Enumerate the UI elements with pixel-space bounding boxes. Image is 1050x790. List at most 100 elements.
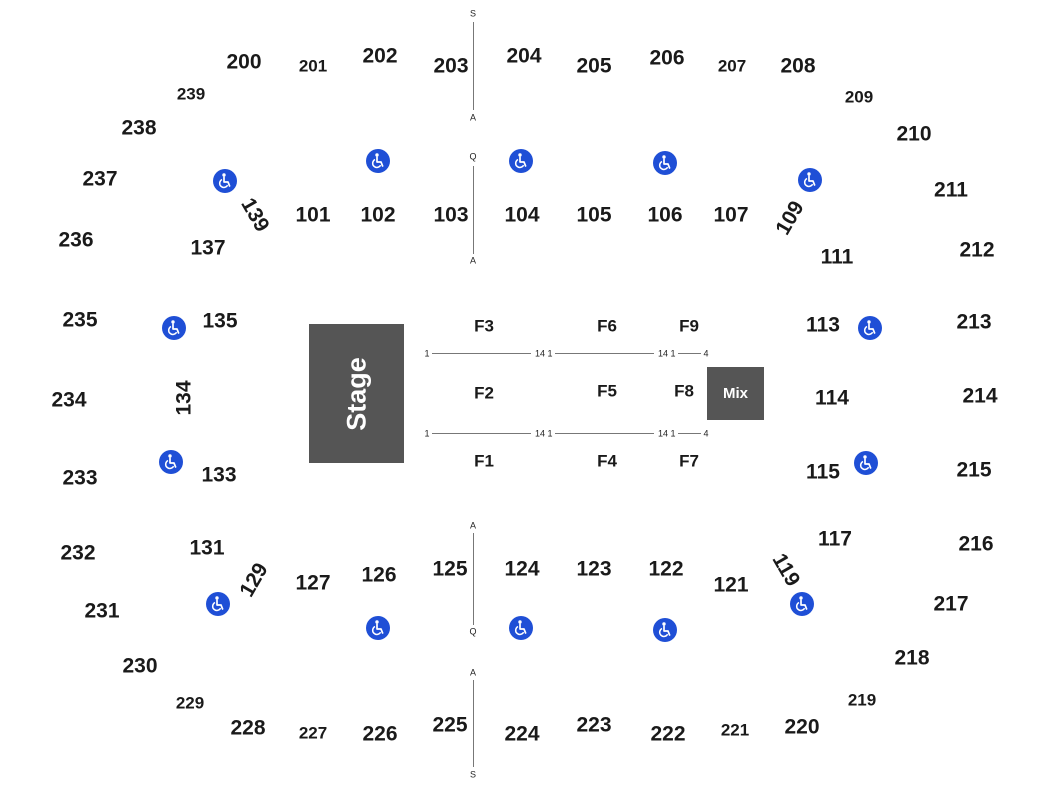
section-103[interactable]: 103: [433, 203, 469, 227]
section-236[interactable]: 236: [58, 228, 94, 252]
section-f9[interactable]: F9: [679, 316, 699, 336]
section-217[interactable]: 217: [933, 592, 969, 616]
section-133[interactable]: 133: [201, 463, 237, 487]
section-115[interactable]: 115: [806, 460, 840, 484]
section-111[interactable]: 111: [820, 245, 854, 269]
section-f4[interactable]: F4: [597, 451, 617, 471]
section-220[interactable]: 220: [784, 715, 820, 739]
section-117[interactable]: 117: [818, 527, 852, 551]
section-f2[interactable]: F2: [474, 383, 494, 403]
section-200[interactable]: 200: [226, 50, 262, 74]
aisle-row-label: A: [469, 112, 477, 123]
aisle-line-north-lower: [473, 166, 474, 254]
section-215[interactable]: 215: [956, 458, 992, 482]
section-212[interactable]: 212: [959, 238, 995, 262]
section-113[interactable]: 113: [806, 313, 840, 337]
section-127[interactable]: 127: [295, 571, 331, 595]
section-218[interactable]: 218: [894, 646, 930, 670]
section-202[interactable]: 202: [362, 44, 398, 68]
section-122[interactable]: 122: [648, 557, 684, 581]
section-205[interactable]: 205: [576, 54, 612, 78]
wheelchair-icon: [366, 149, 390, 173]
section-221[interactable]: 221: [720, 720, 750, 740]
section-237[interactable]: 237: [82, 167, 118, 191]
aisle-row-label: A: [469, 255, 477, 266]
section-135[interactable]: 135: [202, 309, 238, 333]
section-208[interactable]: 208: [780, 54, 816, 78]
section-210[interactable]: 210: [896, 122, 932, 146]
section-231[interactable]: 231: [84, 599, 120, 623]
section-225[interactable]: 225: [432, 713, 468, 737]
section-101[interactable]: 101: [295, 203, 331, 227]
floor-row-line-upper-1: [432, 353, 531, 354]
section-131[interactable]: 131: [189, 536, 225, 560]
section-203[interactable]: 203: [433, 54, 469, 78]
section-232[interactable]: 232: [60, 541, 96, 565]
wheelchair-icon: [790, 592, 814, 616]
section-239[interactable]: 239: [176, 84, 206, 104]
section-226[interactable]: 226: [362, 722, 398, 746]
wheelchair-icon: [162, 316, 186, 340]
section-219[interactable]: 219: [847, 690, 877, 710]
section-230[interactable]: 230: [122, 654, 158, 678]
section-109[interactable]: 109: [771, 197, 809, 239]
section-204[interactable]: 204: [506, 44, 542, 68]
section-213[interactable]: 213: [956, 310, 992, 334]
section-235[interactable]: 235: [62, 308, 98, 332]
section-228[interactable]: 228: [230, 716, 266, 740]
section-139[interactable]: 139: [236, 194, 274, 236]
wheelchair-icon: [858, 316, 882, 340]
section-105[interactable]: 105: [576, 203, 612, 227]
section-102[interactable]: 102: [360, 203, 396, 227]
floor-row-number: 1: [547, 428, 553, 439]
wheelchair-icon: [366, 616, 390, 640]
section-107[interactable]: 107: [713, 203, 749, 227]
section-207[interactable]: 207: [717, 56, 747, 76]
section-227[interactable]: 227: [298, 723, 328, 743]
section-238[interactable]: 238: [121, 116, 157, 140]
section-f6[interactable]: F6: [597, 316, 617, 336]
section-106[interactable]: 106: [647, 203, 683, 227]
section-114[interactable]: 114: [815, 386, 849, 410]
section-f3[interactable]: F3: [474, 316, 494, 336]
floor-row-line-upper-3: [678, 353, 701, 354]
aisle-row-label: A: [469, 520, 477, 531]
section-206[interactable]: 206: [649, 46, 685, 70]
wheelchair-icon: [509, 616, 533, 640]
section-224[interactable]: 224: [504, 722, 540, 746]
section-216[interactable]: 216: [958, 532, 994, 556]
section-123[interactable]: 123: [576, 557, 612, 581]
section-201[interactable]: 201: [298, 56, 328, 76]
section-134[interactable]: 134: [172, 380, 196, 416]
floor-row-line-lower-3: [678, 433, 701, 434]
section-f7[interactable]: F7: [679, 451, 699, 471]
wheelchair-icon: [213, 169, 237, 193]
floor-row-number: 1: [424, 348, 430, 359]
section-121[interactable]: 121: [713, 573, 749, 597]
floor-row-number: 14: [657, 348, 669, 359]
section-f1[interactable]: F1: [474, 451, 494, 471]
floor-row-number: 14: [534, 428, 546, 439]
floor-row-number: 4: [703, 428, 709, 439]
section-126[interactable]: 126: [361, 563, 397, 587]
section-229[interactable]: 229: [175, 693, 205, 713]
floor-row-line-lower-1: [432, 433, 531, 434]
floor-row-number: 4: [703, 348, 709, 359]
section-214[interactable]: 214: [962, 384, 998, 408]
section-233[interactable]: 233: [62, 466, 98, 490]
section-f5[interactable]: F5: [597, 381, 617, 401]
section-129[interactable]: 129: [235, 559, 273, 601]
section-124[interactable]: 124: [504, 557, 540, 581]
stage: Stage: [309, 324, 404, 463]
section-104[interactable]: 104: [504, 203, 540, 227]
section-137[interactable]: 137: [190, 236, 226, 260]
section-209[interactable]: 209: [844, 87, 874, 107]
section-222[interactable]: 222: [650, 722, 686, 746]
section-119[interactable]: 119: [767, 549, 805, 591]
section-234[interactable]: 234: [51, 388, 87, 412]
section-125[interactable]: 125: [432, 557, 468, 581]
section-223[interactable]: 223: [576, 713, 612, 737]
section-211[interactable]: 211: [934, 178, 968, 202]
aisle-row-label: S: [469, 8, 477, 19]
section-f8[interactable]: F8: [674, 381, 694, 401]
